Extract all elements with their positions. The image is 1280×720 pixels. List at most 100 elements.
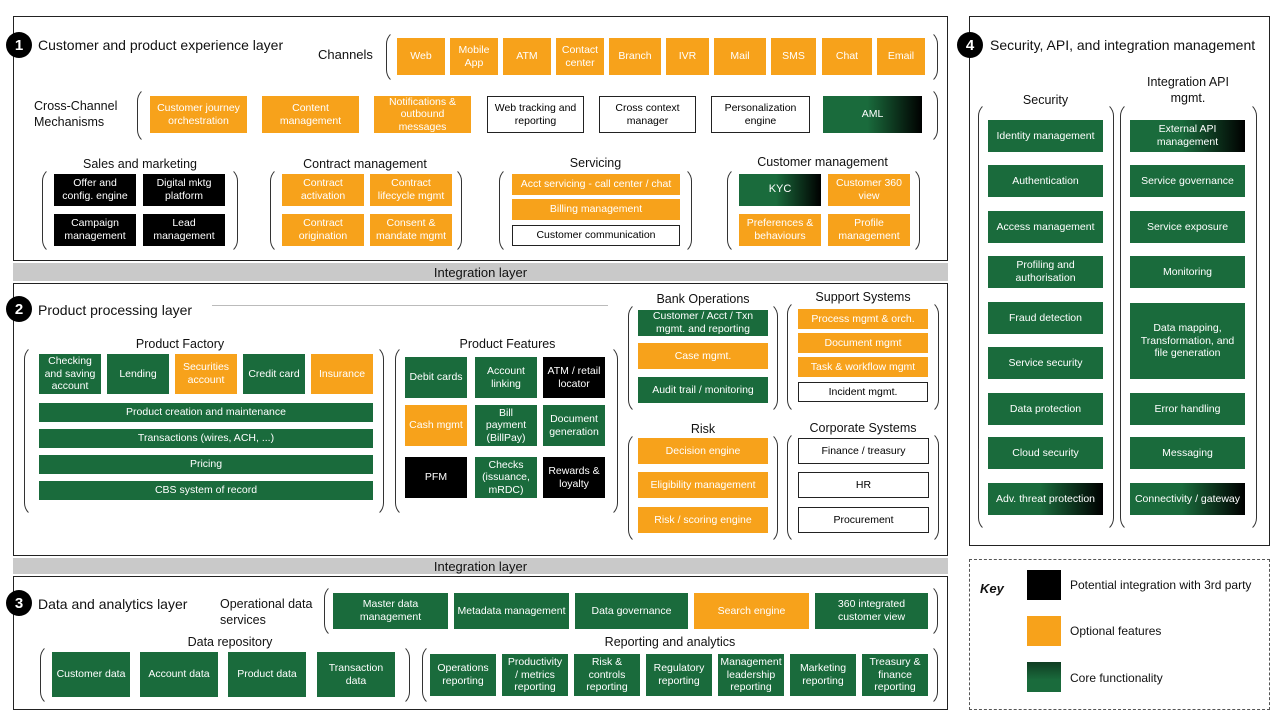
bank-operations-bracket	[628, 302, 778, 414]
customer-management-bracket	[727, 167, 920, 254]
cross-channel-label: Cross-Channel Mechanisms	[34, 99, 118, 130]
risk-bracket	[628, 432, 778, 544]
layer-2-number: 2	[6, 296, 32, 322]
support-box: Process mgmt & orch.	[798, 309, 928, 329]
layer-2-divider	[212, 305, 608, 306]
repo-box: Customer data	[52, 652, 130, 697]
contract-box: Contract lifecycle mgmt	[370, 174, 452, 206]
product-features-title: Product Features	[459, 337, 556, 351]
api-box: Messaging	[1130, 437, 1245, 469]
layer-1-number: 1	[6, 32, 32, 58]
support-systems-title: Support Systems	[815, 290, 911, 304]
corporate-systems-bracket	[787, 431, 939, 544]
key-label-core: Core functionality	[1070, 671, 1163, 685]
data-repository-bracket	[40, 644, 410, 706]
contract-management-bracket	[270, 167, 462, 254]
operational-data-bracket	[324, 584, 938, 638]
security-box: Cloud security	[988, 437, 1103, 469]
security-box: Service security	[988, 347, 1103, 379]
feature-box: Rewards & loyalty	[543, 457, 605, 498]
support-box: Task & workflow mgmt	[798, 357, 928, 377]
layer-3-number: 3	[6, 590, 32, 616]
key-title: Key	[980, 581, 1004, 596]
channel-box: Mobile App	[450, 38, 498, 75]
cross-channel-box: Notifications & outbound messages	[374, 96, 471, 133]
support-box: Incident mgmt.	[798, 382, 928, 402]
factory-row: Transactions (wires, ACH, ...)	[39, 429, 373, 448]
ops-box: Search engine	[694, 593, 809, 629]
api-box: Service governance	[1130, 165, 1245, 197]
cross-channel-box: AML	[823, 96, 922, 133]
channel-box: Web	[397, 38, 445, 75]
key-panel	[969, 559, 1270, 710]
channel-box: ATM	[503, 38, 551, 75]
ops-box: Master data management	[333, 593, 448, 629]
factory-box: Checking and saving account	[39, 354, 101, 394]
integration-api-title: Integration API mgmt.	[1146, 75, 1229, 106]
servicing-bracket	[499, 167, 692, 254]
security-box: Profiling and authorisation	[988, 256, 1103, 288]
reporting-box: Regulatory reporting	[646, 654, 712, 696]
reporting-box: Marketing reporting	[790, 654, 856, 696]
cross-channel-box: Customer journey orchestration	[150, 96, 247, 133]
cross-channel-box: Personalization engine	[711, 96, 810, 133]
key-swatch-black	[1027, 570, 1061, 600]
channels-bracket	[386, 30, 938, 84]
feature-box: PFM	[405, 457, 467, 498]
reporting-box: Treasury & finance reporting	[862, 654, 928, 696]
security-box: Access management	[988, 211, 1103, 243]
key-swatch-green	[1027, 662, 1061, 692]
ops-box: 360 integrated customer view	[815, 593, 928, 629]
product-factory-bracket	[24, 345, 384, 517]
contract-box: Contract origination	[282, 214, 364, 246]
feature-box: Debit cards	[405, 357, 467, 398]
product-factory-title: Product Factory	[135, 337, 225, 351]
risk-title: Risk	[690, 422, 716, 436]
api-box: Data mapping, Transformation, and file g…	[1130, 303, 1245, 379]
channels-label: Channels	[318, 47, 373, 62]
cross-channel-bracket	[137, 87, 938, 144]
reporting-box: Productivity / metrics reporting	[502, 654, 568, 696]
factory-box: Securities account	[175, 354, 237, 394]
repo-box: Account data	[140, 652, 218, 697]
data-repository-title: Data repository	[187, 635, 273, 649]
reporting-box: Operations reporting	[430, 654, 496, 696]
factory-row: Pricing	[39, 455, 373, 474]
reporting-analytics-bracket	[422, 644, 938, 706]
sales-marketing-bracket	[42, 167, 238, 254]
servicing-title: Servicing	[569, 156, 622, 170]
servicing-box: Acct servicing - call center / chat	[512, 174, 680, 195]
product-features-bracket	[395, 345, 618, 517]
security-box: Identity management	[988, 120, 1103, 152]
key-swatch-orange	[1027, 616, 1061, 646]
customer-box: Profile management	[828, 214, 910, 246]
feature-box: Checks (issuance, mRDC)	[475, 457, 537, 498]
layer-1-title: Customer and product experience layer	[38, 37, 284, 53]
key-label-third-party: Potential integration with 3rd party	[1070, 578, 1252, 592]
security-box: Data protection	[988, 393, 1103, 425]
repo-box: Transaction data	[317, 652, 395, 697]
feature-box: ATM / retail locator	[543, 357, 605, 398]
layer-3-title: Data and analytics layer	[38, 596, 188, 612]
channel-box: Email	[877, 38, 925, 75]
customer-box: Preferences & behaviours	[739, 214, 821, 246]
contract-management-title: Contract management	[303, 157, 427, 171]
sales-box: Lead management	[143, 214, 225, 246]
bank-operations-title: Bank Operations	[656, 292, 750, 306]
customer-box: Customer 360 view	[828, 174, 910, 206]
servicing-box: Customer communication	[512, 225, 680, 246]
feature-box: Cash mgmt	[405, 405, 467, 446]
integration-layer-bar: Integration layer	[13, 558, 948, 574]
sales-marketing-title: Sales and marketing	[83, 157, 197, 171]
risk-box: Decision engine	[638, 438, 768, 464]
bankops-box: Audit trail / monitoring	[638, 377, 768, 403]
cross-channel-box: Cross context manager	[599, 96, 696, 133]
integration-layer-bar: Integration layer	[13, 263, 948, 281]
servicing-box: Billing management	[512, 199, 680, 220]
channel-box: Mail	[714, 38, 766, 75]
sales-box: Offer and config. engine	[54, 174, 136, 206]
customer-box: KYC	[739, 174, 821, 206]
api-box: Monitoring	[1130, 256, 1245, 288]
corporate-systems-title: Corporate Systems	[809, 421, 917, 435]
reporting-box: Risk & controls reporting	[574, 654, 640, 696]
